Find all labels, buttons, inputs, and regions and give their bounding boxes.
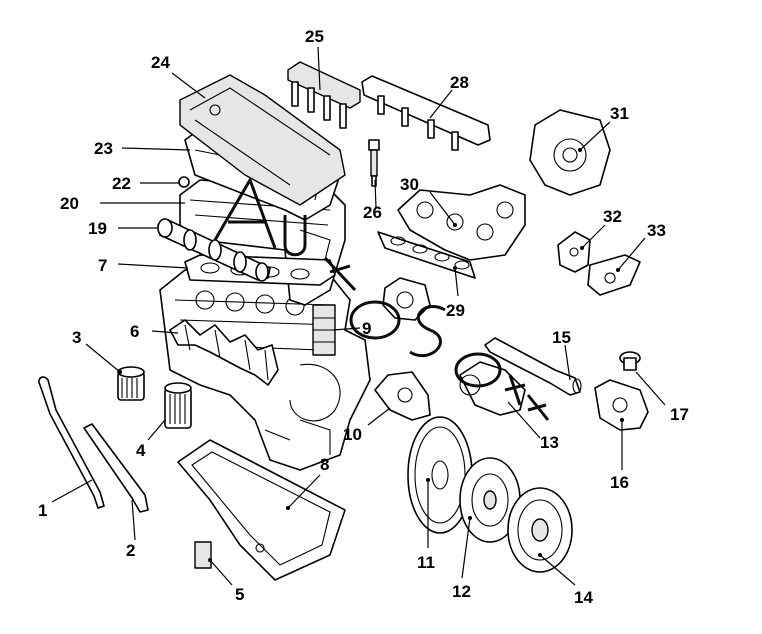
clutch-disc xyxy=(459,457,521,543)
engine-mount-bracket xyxy=(557,231,591,273)
oil-pan xyxy=(177,439,346,581)
oil-seal xyxy=(178,176,190,188)
callout-30: 30 xyxy=(400,175,419,194)
callout-12: 12 xyxy=(452,582,471,601)
callout-22: 22 xyxy=(112,174,131,193)
camshaft xyxy=(157,218,271,282)
callout-20: 20 xyxy=(60,194,79,213)
callout-33: 33 xyxy=(647,221,666,240)
ignition-coil xyxy=(287,61,361,129)
thermostat xyxy=(594,379,649,431)
turbocharger xyxy=(529,109,611,196)
fuel-rail xyxy=(361,75,491,151)
temperature-sensor xyxy=(619,351,641,371)
water-pump xyxy=(382,277,431,321)
valve-cover xyxy=(179,74,346,206)
callout-16: 16 xyxy=(610,473,629,492)
fuel-filter xyxy=(164,382,192,429)
callout-19: 19 xyxy=(88,219,107,238)
crankshaft xyxy=(169,319,279,386)
callout-labels: 1 2 3 4 5 6 7 8 9 10 11 12 13 14 15 16 1… xyxy=(38,27,689,607)
spark-plug xyxy=(368,139,380,187)
leader-lines xyxy=(51,46,666,586)
drain-plug xyxy=(194,541,212,569)
callout-29: 29 xyxy=(446,301,465,320)
oil-cooler xyxy=(312,304,336,356)
callout-28: 28 xyxy=(450,73,469,92)
callout-6: 6 xyxy=(130,322,139,341)
callout-14: 14 xyxy=(574,588,593,607)
callout-1: 1 xyxy=(38,501,47,520)
callout-32: 32 xyxy=(603,207,622,226)
callout-23: 23 xyxy=(94,139,113,158)
thermostat-housing xyxy=(374,371,431,421)
callout-25: 25 xyxy=(305,27,324,46)
callout-9: 9 xyxy=(362,319,371,338)
exhaust-manifold xyxy=(397,184,526,261)
watermark xyxy=(213,178,550,421)
callout-31: 31 xyxy=(610,104,629,123)
clutch-pressure-plate xyxy=(507,487,573,573)
callout-7: 7 xyxy=(98,256,107,275)
callout-26: 26 xyxy=(363,203,382,222)
callout-4: 4 xyxy=(136,441,146,460)
coolant-pipe xyxy=(484,337,582,396)
water-outlet xyxy=(459,361,526,416)
exhaust-manifold-gasket xyxy=(377,231,476,279)
callout-17: 17 xyxy=(670,405,689,424)
callout-13: 13 xyxy=(540,433,559,452)
engine-mount xyxy=(587,254,641,296)
callout-10: 10 xyxy=(343,425,362,444)
callout-11: 11 xyxy=(417,553,435,572)
callout-3: 3 xyxy=(72,328,81,347)
callout-8: 8 xyxy=(320,455,329,474)
callout-2: 2 xyxy=(126,541,135,560)
callout-5: 5 xyxy=(235,585,244,604)
flywheel xyxy=(407,416,473,534)
dipstick-tube xyxy=(83,423,149,513)
callout-15: 15 xyxy=(552,328,571,347)
oil-dipstick xyxy=(38,376,105,509)
callout-24: 24 xyxy=(151,53,170,72)
